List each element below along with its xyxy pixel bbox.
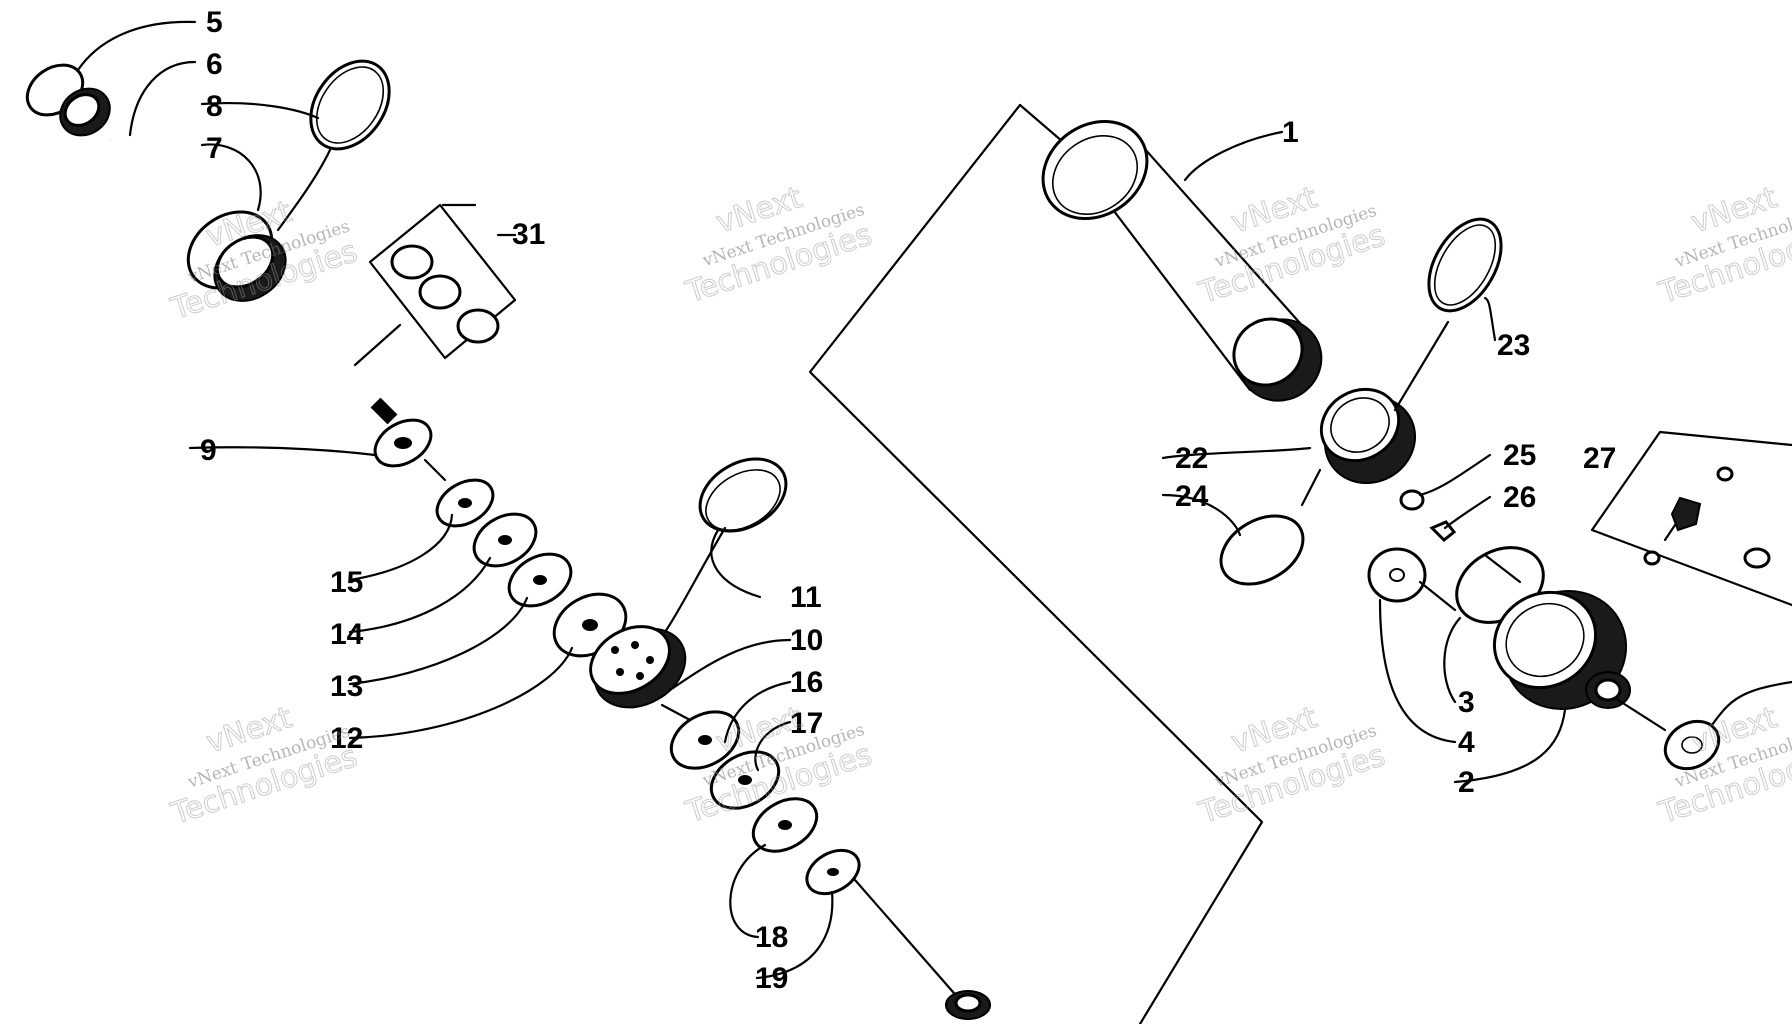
cylinder-frame	[808, 103, 1264, 1024]
label-2: 2	[1458, 766, 1475, 799]
label-25: 26	[1503, 481, 1536, 514]
label-4: 4	[1458, 726, 1475, 759]
part-7-nut	[186, 210, 287, 302]
part-27-fittings	[1590, 430, 1792, 607]
label-19: 19	[755, 962, 788, 995]
label-16: 16	[790, 666, 823, 699]
part-10-piston	[589, 625, 687, 709]
label-18: 18	[755, 921, 788, 954]
leader-lines	[76, 20, 1792, 980]
label-10: 10	[790, 624, 823, 657]
label-12: 12	[330, 722, 363, 755]
part-5-cap	[25, 63, 111, 137]
washer-stack	[373, 418, 962, 1002]
part-1-tube	[1041, 119, 1323, 402]
part-11-ring	[698, 457, 788, 533]
part-31-bushings	[353, 203, 517, 367]
label-31: 31	[512, 218, 545, 251]
label-27: 27	[1583, 442, 1616, 475]
right-washer	[1663, 719, 1721, 771]
label-15: 15	[330, 566, 363, 599]
label-1: 1	[1282, 116, 1299, 149]
part-8-ring	[309, 59, 391, 151]
label-9: 9	[200, 434, 217, 467]
label-26: 25	[1503, 439, 1536, 472]
part-26-washer	[1399, 489, 1425, 511]
label-24: 23	[1497, 329, 1530, 362]
label-22: 22	[1175, 442, 1208, 475]
part-2-housing	[1492, 589, 1631, 711]
label-11: 11	[790, 581, 822, 614]
label-6: 6	[206, 48, 223, 81]
label-14: 14	[330, 618, 364, 651]
part-24-ring	[1427, 217, 1503, 313]
label-3: 3	[1458, 686, 1475, 719]
label-7: 7	[206, 132, 223, 165]
part-22-gland	[1319, 387, 1417, 485]
label-17: 17	[790, 707, 823, 740]
part-labels: 5 6 8 7 31 9 15 14 13 12 11 10 16 17 18 …	[200, 6, 1616, 995]
label-8: 8	[206, 90, 223, 123]
label-5: 5	[206, 6, 223, 39]
label-13: 13	[330, 670, 363, 703]
part-23-ring	[1219, 514, 1305, 586]
shaft-assembly	[25, 63, 398, 425]
label-23: 24	[1175, 480, 1209, 513]
